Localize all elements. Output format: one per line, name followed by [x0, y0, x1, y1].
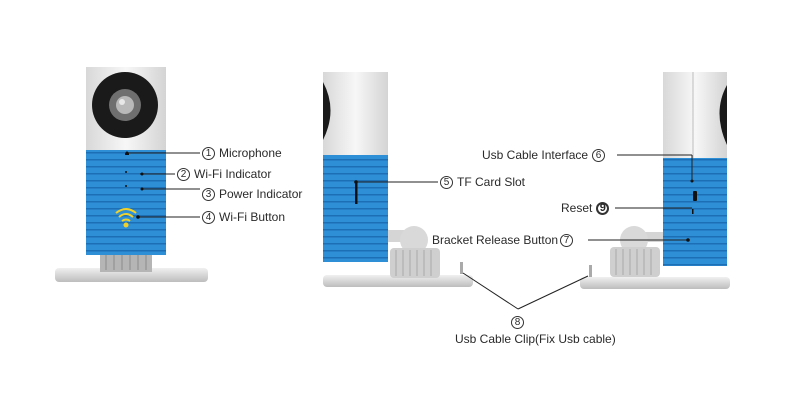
- callout-label: Wi-Fi Indicator: [194, 167, 272, 181]
- bracket-knob: [390, 248, 440, 278]
- callout-usb-cable-clip-number: 8: [511, 312, 524, 330]
- usb-port: [693, 191, 697, 201]
- base-plate: [580, 277, 730, 289]
- stand-knob: [100, 250, 152, 272]
- bracket-knob: [610, 247, 660, 277]
- base-plate: [55, 268, 208, 282]
- callout-number: 2: [177, 167, 190, 181]
- callout-bracket-release-button: 7 Bracket Release Button: [432, 232, 574, 248]
- callout-label: Microphone: [219, 146, 282, 160]
- callout-number: 1: [202, 146, 215, 160]
- front-view-camera: [55, 67, 208, 282]
- callout-label: Power Indicator: [219, 187, 303, 201]
- callout-wifi-indicator: 2 Wi-Fi Indicator: [177, 166, 271, 182]
- leader-lines: [127, 152, 693, 310]
- callout-number: 9: [596, 201, 610, 215]
- tf-card-slot: [355, 182, 358, 204]
- right-side-view-camera: [580, 72, 730, 289]
- camera-body-blue: [86, 150, 166, 255]
- callout-label: Reset: [561, 201, 593, 215]
- callout-number: 6: [592, 148, 606, 162]
- wifi-icon: [115, 208, 137, 222]
- callout-label: Wi-Fi Button: [219, 210, 286, 224]
- callout-usb-cable-clip: Usb Cable Clip(Fix Usb cable): [455, 331, 616, 347]
- callout-number: 5: [440, 175, 453, 189]
- callout-usb-cable-interface: 6 Usb Cable Interface: [482, 147, 606, 163]
- callout-label: Bracket Release Button: [432, 233, 559, 247]
- callout-power-indicator: 3 Power Indicator: [202, 186, 302, 202]
- callout-microphone: 1 Microphone: [202, 145, 282, 161]
- callout-number: 4: [202, 210, 215, 224]
- callout-wifi-button: 4 Wi-Fi Button: [202, 209, 285, 225]
- callout-label: TF Card Slot: [457, 175, 526, 189]
- left-side-view-camera: [323, 72, 473, 287]
- callout-label: Usb Cable Interface: [482, 148, 589, 162]
- callout-label: Usb Cable Clip(Fix Usb cable): [455, 332, 616, 346]
- callout-number: 8: [511, 316, 524, 329]
- callout-tf-card-slot: 5 TF Card Slot: [440, 174, 525, 190]
- callout-number: 3: [202, 187, 215, 201]
- callout-number: 7: [560, 233, 574, 247]
- callout-reset: 9 Reset: [561, 200, 610, 216]
